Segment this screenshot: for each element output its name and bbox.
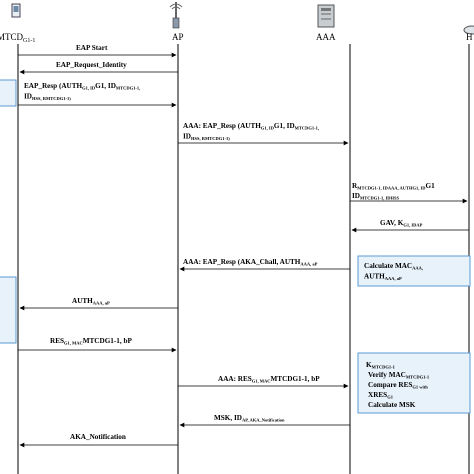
aaa-server-icon [317, 4, 335, 28]
msg-eap-start: EAP Start [76, 44, 108, 52]
msg-aaa-eap-resp: AAA: EAP_Resp (AUTHG1, IDG1, IDMTCDG1-1,… [183, 122, 321, 141]
aaa-verify-text: KMTCDG1-1 Verify MACMTCDG1-1 Compare RES… [366, 361, 431, 409]
hss-database-icon [463, 25, 474, 35]
msg-res: RESG1, MACMTCDG1-1, bP [50, 337, 132, 346]
mtcd-label: MTCDG1-1 [0, 32, 35, 44]
msg-eap-resp: EAP_Resp (AUTHG1, IDG1, IDMTCDG1-1, IDHS… [24, 82, 142, 101]
aaa-calc-box [357, 255, 471, 287]
msg-gav: GAV, KG1, IDAP [380, 219, 423, 228]
msg-aaa-res: AAA: RESG1, MACMTCDG1-1, bP [218, 375, 320, 384]
msg-aka-chall: AAA: EAP_Resp (AKA_Chall, AUTHAAA, aP [183, 258, 318, 267]
aaa-verify-box [357, 352, 471, 414]
msg-msk: MSK, IDAP, AKA_Notification [214, 414, 285, 423]
msg-to-hss: RMTCDG1-1, IDAAA, AUTHG1, IDG1 IDMTCDG1-… [352, 182, 436, 201]
mtcd-side-box-1 [0, 79, 17, 107]
msg-eap-request-identity: EAP_Request_Identity [56, 61, 127, 69]
ap-antenna-icon [169, 2, 183, 29]
aaa-calc-text: Calculate MACAAA, AUTHAAA, aP [364, 262, 425, 281]
msg-aka-notification: AKA_Notification [70, 433, 126, 441]
aaa-label: AAA [316, 32, 336, 42]
hss-label: H [466, 32, 473, 42]
ap-label: AP [172, 32, 184, 42]
msg-auth-aaa: AUTHAAA, aP [72, 297, 110, 306]
mtcd-side-box-2 [0, 276, 17, 344]
mtcd-device-icon [11, 3, 21, 18]
